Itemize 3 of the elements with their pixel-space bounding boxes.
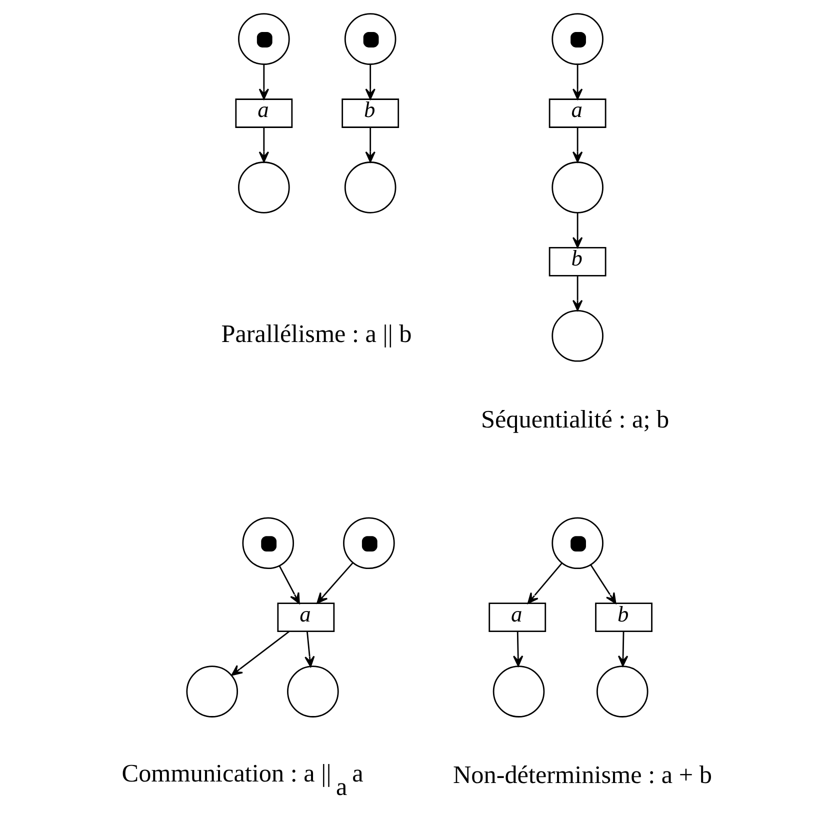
- label: Non-déterminisme : a + b: [452, 762, 712, 790]
- label: Séquentialité : a; b: [480, 406, 669, 434]
- label: Parallélisme : a || b: [220, 321, 412, 348]
